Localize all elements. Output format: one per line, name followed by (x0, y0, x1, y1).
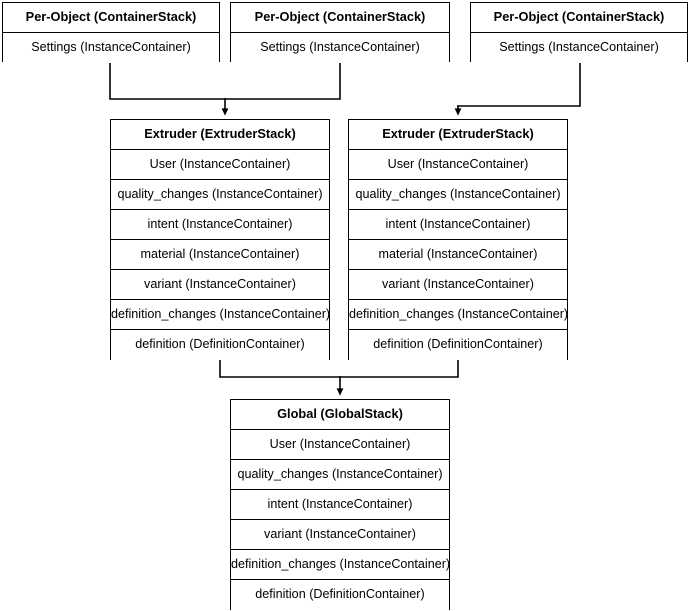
edge-perobject2-to-extruder1 (224, 61, 341, 100)
node-row[interactable]: definition_changes (InstanceContainer) (111, 300, 329, 330)
node-row[interactable]: definition_changes (InstanceContainer) (349, 300, 567, 330)
edge-extruder2-to-global (339, 359, 459, 378)
node-row[interactable]: variant (InstanceContainer) (111, 270, 329, 300)
node-row[interactable]: Settings (InstanceContainer) (471, 33, 687, 63)
node-row[interactable]: User (InstanceContainer) (231, 430, 449, 460)
node-row[interactable]: User (InstanceContainer) (349, 150, 567, 180)
node-per-object-3[interactable]: Per-Object (ContainerStack)Settings (Ins… (470, 2, 688, 63)
node-row[interactable]: definition_changes (InstanceContainer) (231, 550, 449, 580)
node-row[interactable]: quality_changes (InstanceContainer) (111, 180, 329, 210)
node-header: Extruder (ExtruderStack) (111, 120, 329, 150)
node-row[interactable]: variant (InstanceContainer) (231, 520, 449, 550)
edge-perobject1-to-extruder1 (109, 61, 226, 100)
node-row[interactable]: definition (DefinitionContainer) (349, 330, 567, 360)
node-header: Per-Object (ContainerStack) (231, 3, 449, 33)
edge-perobject3-to-extruder2 (457, 61, 581, 107)
node-row[interactable]: Settings (InstanceContainer) (3, 33, 219, 63)
node-row[interactable]: material (InstanceContainer) (111, 240, 329, 270)
node-row[interactable]: quality_changes (InstanceContainer) (231, 460, 449, 490)
node-per-object-2[interactable]: Per-Object (ContainerStack)Settings (Ins… (230, 2, 450, 63)
node-header: Global (GlobalStack) (231, 400, 449, 430)
node-header: Per-Object (ContainerStack) (3, 3, 219, 33)
edge-extruder1-to-global (219, 359, 341, 378)
node-row[interactable]: User (InstanceContainer) (111, 150, 329, 180)
node-row[interactable]: variant (InstanceContainer) (349, 270, 567, 300)
node-extruder-2[interactable]: Extruder (ExtruderStack)User (InstanceCo… (348, 119, 568, 360)
node-row[interactable]: intent (InstanceContainer) (231, 490, 449, 520)
node-row[interactable]: material (InstanceContainer) (349, 240, 567, 270)
node-row[interactable]: definition (DefinitionContainer) (231, 580, 449, 610)
node-per-object-1[interactable]: Per-Object (ContainerStack)Settings (Ins… (2, 2, 220, 63)
node-row[interactable]: intent (InstanceContainer) (349, 210, 567, 240)
node-header: Per-Object (ContainerStack) (471, 3, 687, 33)
node-header: Extruder (ExtruderStack) (349, 120, 567, 150)
node-row[interactable]: Settings (InstanceContainer) (231, 33, 449, 63)
node-extruder-1[interactable]: Extruder (ExtruderStack)User (InstanceCo… (110, 119, 330, 360)
node-row[interactable]: intent (InstanceContainer) (111, 210, 329, 240)
node-row[interactable]: quality_changes (InstanceContainer) (349, 180, 567, 210)
node-row[interactable]: definition (DefinitionContainer) (111, 330, 329, 360)
node-global[interactable]: Global (GlobalStack)User (InstanceContai… (230, 399, 450, 610)
